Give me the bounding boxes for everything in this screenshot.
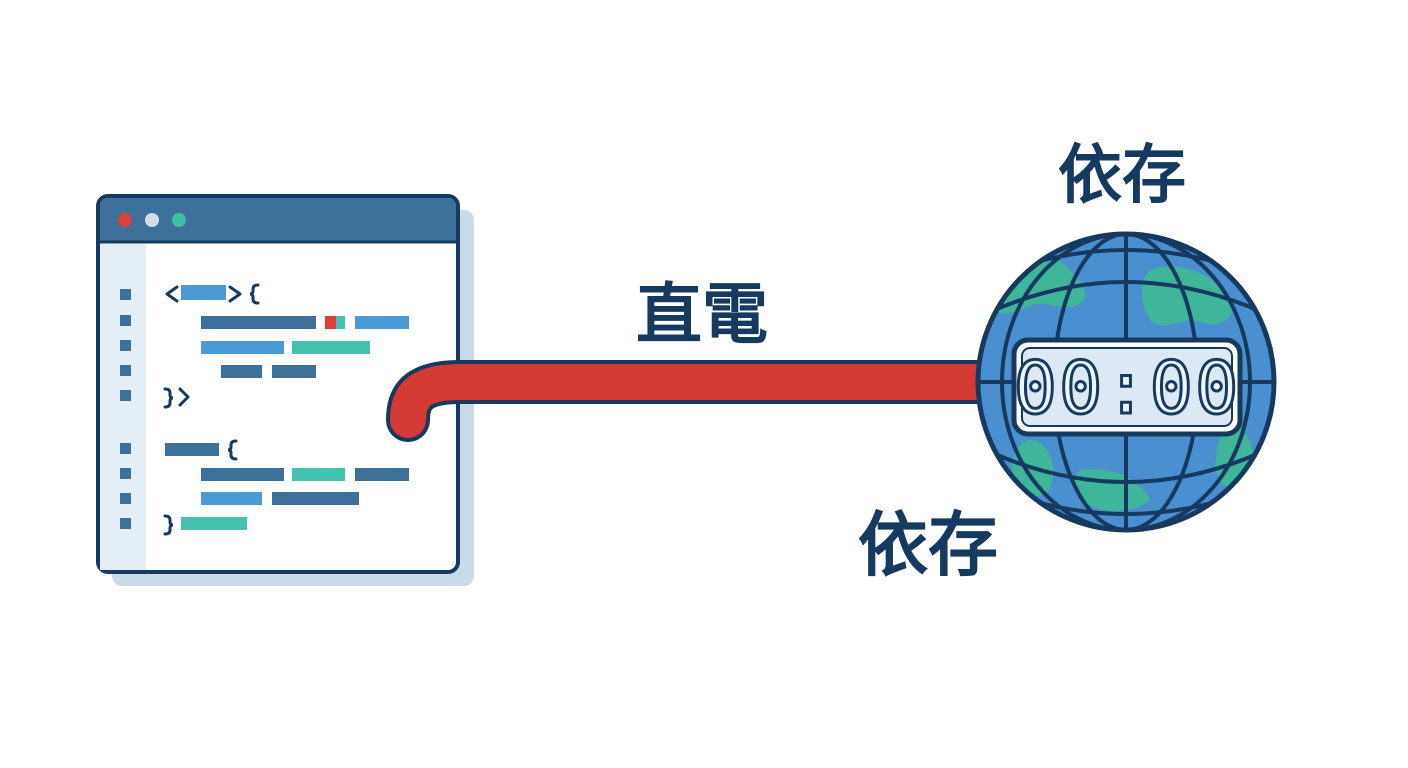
code-block-1 (163, 283, 409, 409)
minimize-dot-icon (145, 213, 159, 227)
clock-time-display: 00:00 (1012, 346, 1241, 430)
clock-face (1021, 347, 1233, 427)
code-block-2 (163, 439, 409, 536)
close-dot-icon (118, 213, 132, 227)
editor-title-bar (100, 198, 456, 242)
connection-label: 直電 (636, 276, 768, 353)
cable-icon (386, 360, 1007, 442)
line-markers (120, 289, 131, 529)
dependency-label-top: 依存 (1058, 139, 1186, 213)
dependency-label-bottom: 依存 (858, 504, 998, 586)
code-editor-window-icon (96, 194, 474, 586)
maximize-dot-icon (172, 213, 186, 227)
globe-outline (975, 231, 1277, 533)
digital-clock-icon (1011, 337, 1243, 437)
